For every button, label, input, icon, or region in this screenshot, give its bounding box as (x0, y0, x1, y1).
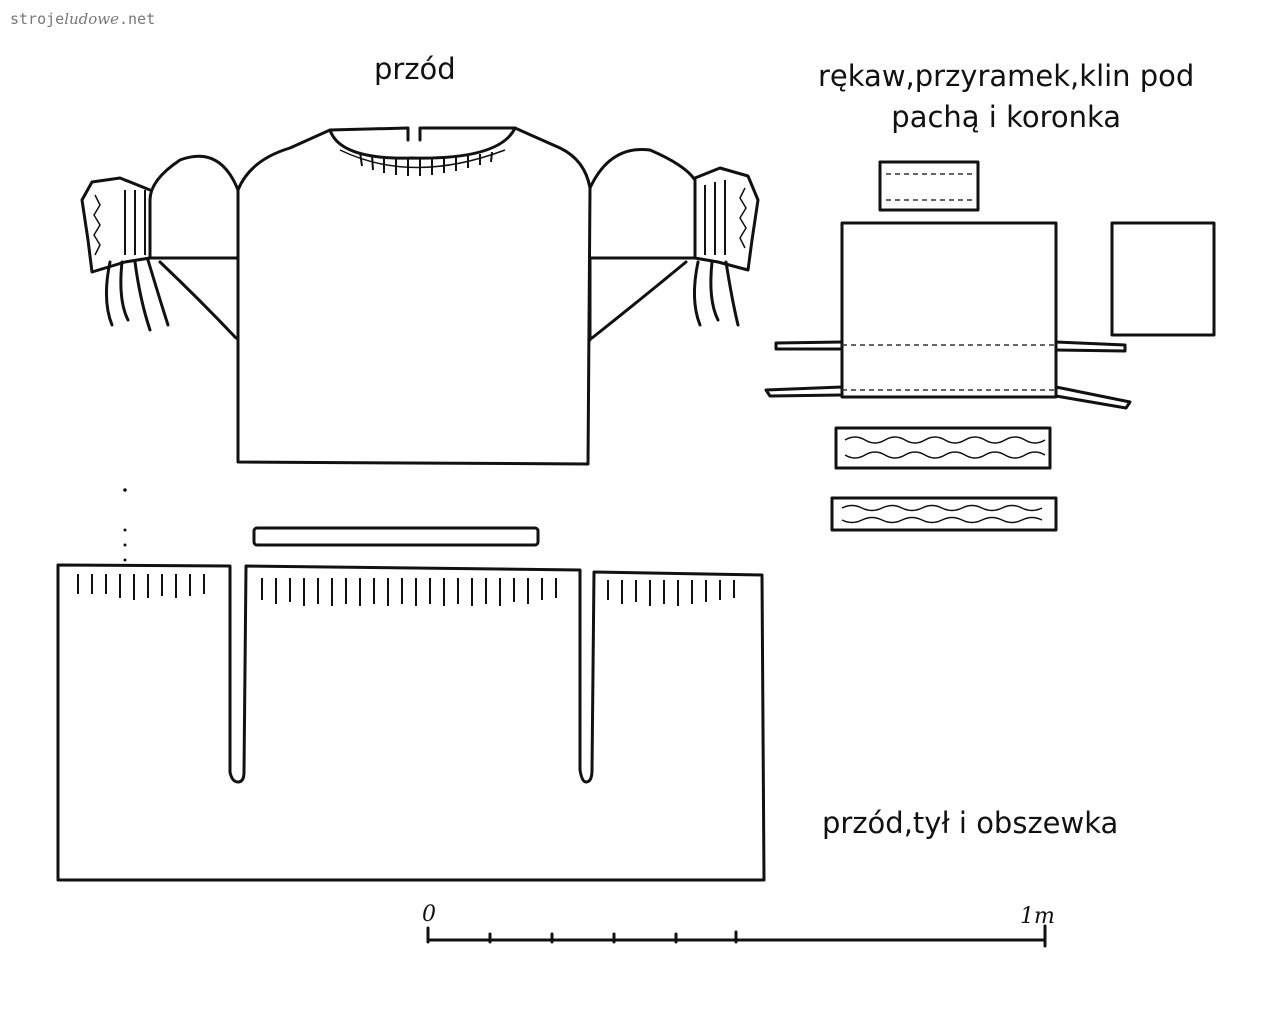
label-sleeve-line1: rękaw,przyramek,klin pod (818, 59, 1195, 93)
body-panel-outline (56, 563, 766, 882)
shoulder-strap-piece (878, 160, 980, 212)
lace-strip-1 (834, 426, 1052, 470)
label-sleeve-line2: pachą i koronka (891, 100, 1122, 134)
watermark-logo: strojeludowe.net (10, 10, 156, 28)
right-cuff-ties (692, 260, 740, 327)
shirt-front-view (80, 126, 760, 466)
right-cuff (693, 166, 760, 272)
left-gusset (158, 256, 240, 342)
label-front: przód (374, 52, 456, 86)
lace-strip-2 (830, 496, 1058, 532)
left-sleeve-outline (148, 154, 240, 260)
neckline (328, 126, 517, 160)
body-gather-marks (77, 574, 735, 606)
left-cuff-ruffle (93, 190, 146, 256)
sleeve-tie-left-bottom (764, 385, 844, 398)
shirt-body-outline (236, 186, 592, 466)
label-body-parts: przód,tył i obszewka (822, 806, 1119, 840)
dotted-marker (123, 488, 127, 562)
sleeve-tie-right-top (1054, 340, 1127, 353)
right-sleeve-outline (588, 147, 697, 260)
scale-label-end: 1m (1020, 904, 1055, 929)
right-gusset (588, 256, 688, 342)
body-parts (56, 488, 766, 882)
sleeve-piece (840, 221, 1058, 399)
left-cuff (80, 176, 152, 274)
neck-gather-marks (359, 151, 493, 176)
sleeve-parts (764, 160, 1216, 532)
left-cuff-ties (104, 258, 170, 332)
sleeve-tie-left-top (774, 340, 844, 351)
label-sleeve-parts: rękaw,przyramek,klin pod pachą i koronka (818, 56, 1194, 138)
sleeve-tie-right-bottom (1054, 385, 1132, 410)
right-cuff-ruffle (704, 180, 747, 255)
neck-gathers (339, 149, 506, 169)
collar-band-piece (252, 526, 540, 547)
scale-label-start: 0 (422, 902, 436, 927)
gusset-piece (1110, 221, 1216, 337)
scale-bar (426, 924, 1047, 948)
shirt-yoke-outline (236, 126, 592, 192)
